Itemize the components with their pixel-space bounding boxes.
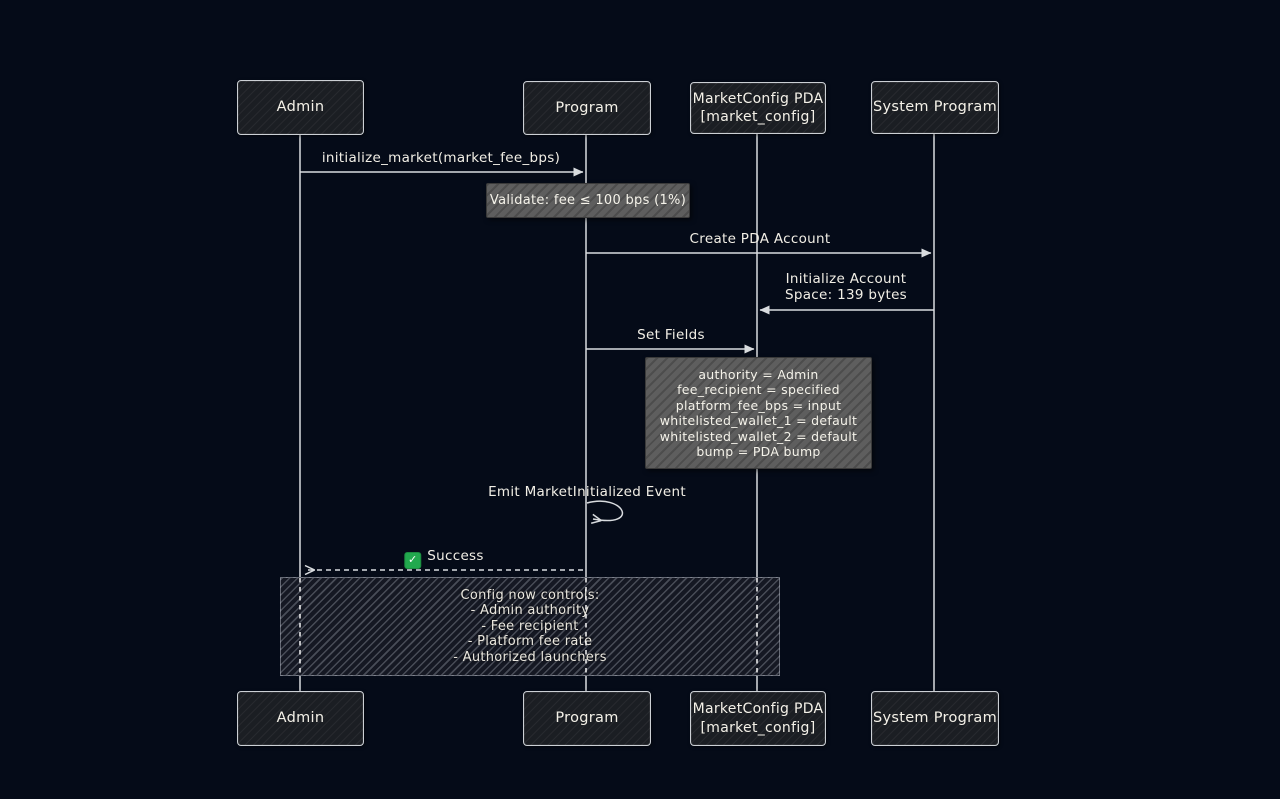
actor-system-program-top: System Program <box>871 81 999 134</box>
note-validate-fee: Validate: fee ≤ 100 bps (1%) <box>486 183 690 218</box>
label-text: Success <box>427 548 484 564</box>
actor-label: Admin <box>276 710 325 727</box>
label-success: ✓ Success <box>404 548 483 569</box>
actor-label: System Program <box>872 99 998 116</box>
actor-admin-top: Admin <box>237 80 364 135</box>
note-config-line: Config now controls: <box>460 587 600 603</box>
actor-market-config-top: MarketConfig PDA [market_config] <box>690 82 826 134</box>
actor-label: MarketConfig PDA <box>692 90 824 107</box>
note-validate-text: Validate: fee ≤ 100 bps (1%) <box>489 193 687 208</box>
label-text: initialize_market(market_fee_bps) <box>321 150 561 166</box>
note-field-line: bump = PDA bump <box>696 444 821 459</box>
actor-admin-bottom: Admin <box>237 691 364 746</box>
note-config-line: - Platform fee rate <box>467 634 593 650</box>
actor-label: Program <box>555 710 619 727</box>
note-field-line: authority = Admin <box>698 366 819 382</box>
label-set-fields: Set Fields <box>637 327 705 343</box>
label-create-pda: Create PDA Account <box>690 231 831 247</box>
note-field-line: whitelisted_wallet_2 = default <box>659 428 858 444</box>
label-emit-event: Emit MarketInitialized Event <box>488 484 686 500</box>
label-text: Space: 139 bytes <box>784 287 908 303</box>
actor-market-config-bottom: MarketConfig PDA [market_config] <box>690 691 826 746</box>
actor-system-program-bottom: System Program <box>871 691 999 746</box>
actor-program-top: Program <box>523 81 651 135</box>
label-text: Initialize Account <box>785 271 907 287</box>
label-initialize-market: initialize_market(market_fee_bps) <box>322 150 560 166</box>
actor-label: MarketConfig PDA <box>692 701 824 718</box>
note-config-line: - Authorized launchers <box>453 649 607 665</box>
label-text: Emit MarketInitialized Event <box>488 484 686 500</box>
success-check-icon: ✓ <box>404 551 422 569</box>
actor-label: System Program <box>872 710 998 727</box>
note-config-line: - Admin authority <box>470 603 590 619</box>
arrow-emit-event-selfloop <box>586 500 624 520</box>
note-config-fields: authority = Admin fee_recipient = specif… <box>645 357 872 469</box>
actor-label: Program <box>555 99 619 116</box>
actor-program-bottom: Program <box>523 691 651 746</box>
actor-label: Admin <box>276 99 325 116</box>
actor-label-sub: [market_config] <box>700 719 816 736</box>
label-text: Set Fields <box>637 327 705 343</box>
note-config-controls: Config now controls: - Admin authority -… <box>280 577 780 676</box>
note-config-line: - Fee recipient <box>481 618 579 634</box>
label-initialize-account: Initialize Account Space: 139 bytes <box>785 271 907 303</box>
label-text: Create PDA Account <box>689 231 831 247</box>
note-field-line: platform_fee_bps = input <box>675 397 842 413</box>
note-field-line: whitelisted_wallet_1 = default <box>659 413 858 428</box>
actor-label-sub: [market_config] <box>700 109 816 125</box>
note-field-line: fee_recipient = specified <box>677 382 840 397</box>
